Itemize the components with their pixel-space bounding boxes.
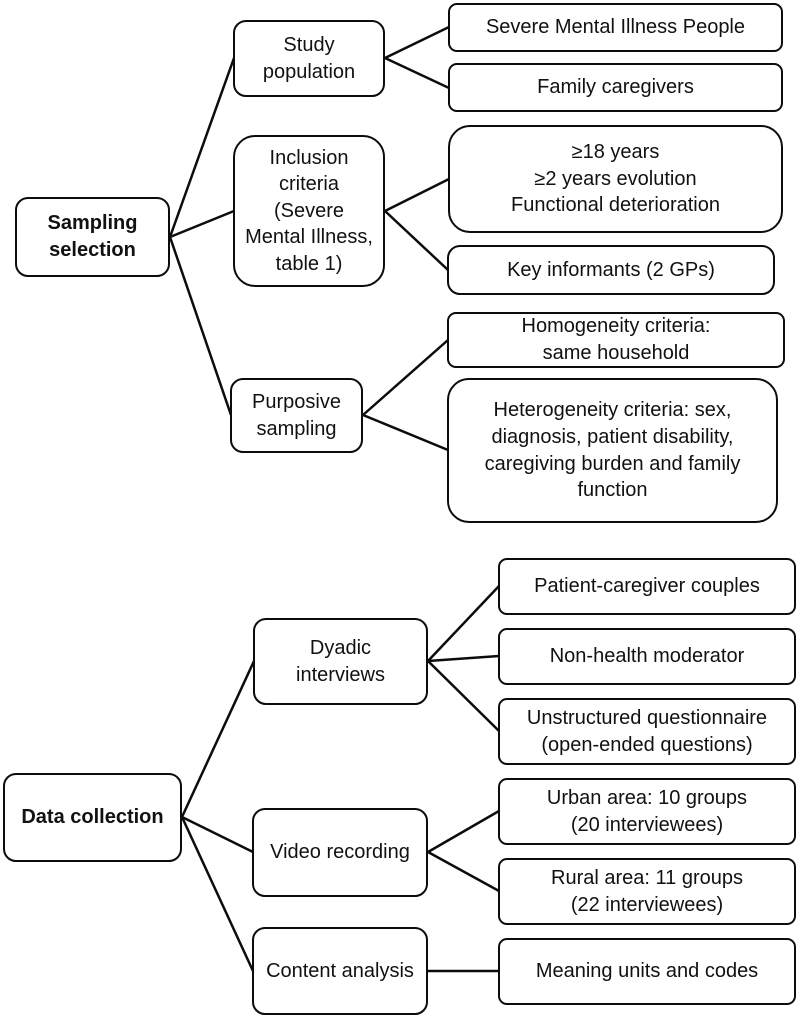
edge-video-to-rural-area (426, 850, 501, 893)
edge-sampling-to-purposive-sampling (168, 235, 233, 417)
node-study-population: Study population (233, 20, 385, 97)
edge-sampling-to-inclusion-criteria (168, 209, 236, 239)
edge-dyadic-to-unstructured-questionnaire (426, 659, 501, 733)
node-smi-people: Severe Mental Illness People (448, 3, 783, 52)
node-inclusion-details: ≥18 years ≥2 years evolution Functional … (448, 125, 783, 233)
node-inclusion-criteria: Inclusion criteria (Severe Mental Illnes… (233, 135, 385, 287)
edge-purposive-to-heterogeneity (361, 413, 450, 452)
node-video-recording: Video recording (252, 808, 428, 897)
edge-purposive-to-homogeneity (361, 338, 450, 417)
edge-study-to-family-caregivers (383, 56, 451, 90)
edge-study-to-smi-people (383, 25, 451, 60)
edge-inclusion-to-key-informants (383, 209, 450, 272)
node-patient-caregiver-couples: Patient-caregiver couples (498, 558, 796, 615)
node-homogeneity-criteria: Homogeneity criteria: same household (447, 312, 785, 368)
edge-inclusion-to-details (383, 177, 451, 213)
node-key-informants: Key informants (2 GPs) (447, 245, 775, 295)
edge-sampling-to-study-population (168, 56, 236, 239)
node-heterogeneity-criteria: Heterogeneity criteria: sex, diagnosis, … (447, 378, 778, 523)
edge-data-to-video-recording (180, 815, 255, 854)
node-content-analysis: Content analysis (252, 927, 428, 1015)
node-rural-area: Rural area: 11 groups (22 interviewees) (498, 858, 796, 925)
node-non-health-moderator: Non-health moderator (498, 628, 796, 685)
edge-video-to-urban-area (426, 809, 501, 854)
node-urban-area: Urban area: 10 groups (20 interviewees) (498, 778, 796, 845)
edge-data-to-dyadic-interviews (180, 659, 256, 819)
node-purposive-sampling: Purposive sampling (230, 378, 363, 453)
node-meaning-units: Meaning units and codes (498, 938, 796, 1005)
edge-dyadic-to-non-health-moderator (426, 654, 501, 663)
node-unstructured-questionnaire: Unstructured questionnaire (open-ended q… (498, 698, 796, 765)
node-data-collection: Data collection (3, 773, 182, 862)
edge-data-to-content-analysis (180, 815, 255, 973)
edge-dyadic-to-patient-caregiver (426, 584, 501, 663)
node-family-caregivers: Family caregivers (448, 63, 783, 112)
node-sampling-selection: Sampling selection (15, 197, 170, 277)
node-dyadic-interviews: Dyadic interviews (253, 618, 428, 705)
